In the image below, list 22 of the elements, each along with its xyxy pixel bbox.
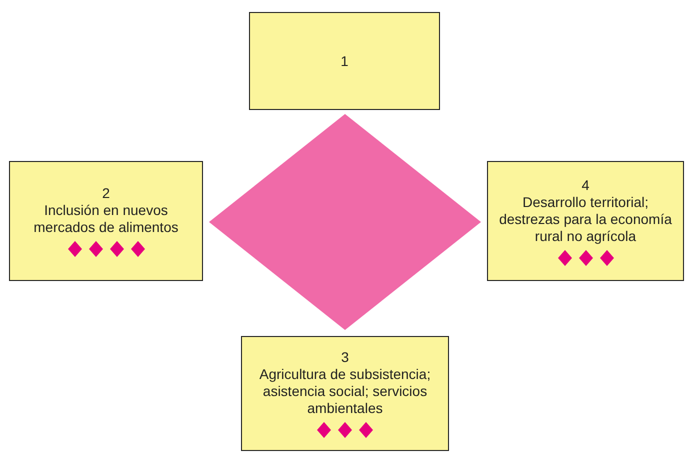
- diamond-shape: [209, 114, 481, 330]
- diamond-icon: [68, 241, 82, 257]
- text-box: [9, 161, 203, 281]
- diamond-icon: [558, 250, 572, 266]
- box-text: Agricultura de subsistencia; asistencia social; servicios ambientales: [258, 366, 432, 417]
- box-text: Inclusión en nuevos mercados de alimentos: [32, 202, 180, 236]
- diamond-icon: [578, 250, 592, 266]
- text-box: [487, 161, 684, 281]
- box-text: Desarrollo territorial; destrezas para la economía rural no agrícola: [498, 194, 673, 244]
- text-box: [249, 12, 440, 110]
- diamond-icon: [88, 241, 102, 257]
- box-number: 2: [102, 185, 110, 202]
- box-number: 4: [582, 176, 590, 194]
- diamond-icon: [359, 422, 373, 438]
- diamond-icon: [110, 241, 124, 257]
- box-number: 3: [341, 349, 349, 366]
- diamond-icon: [338, 422, 352, 438]
- diamond-icon: [317, 422, 331, 438]
- box-number: 1: [340, 52, 348, 70]
- text-box: [241, 336, 449, 451]
- diamond-icon: [600, 250, 614, 266]
- diamond-icon: [130, 241, 144, 257]
